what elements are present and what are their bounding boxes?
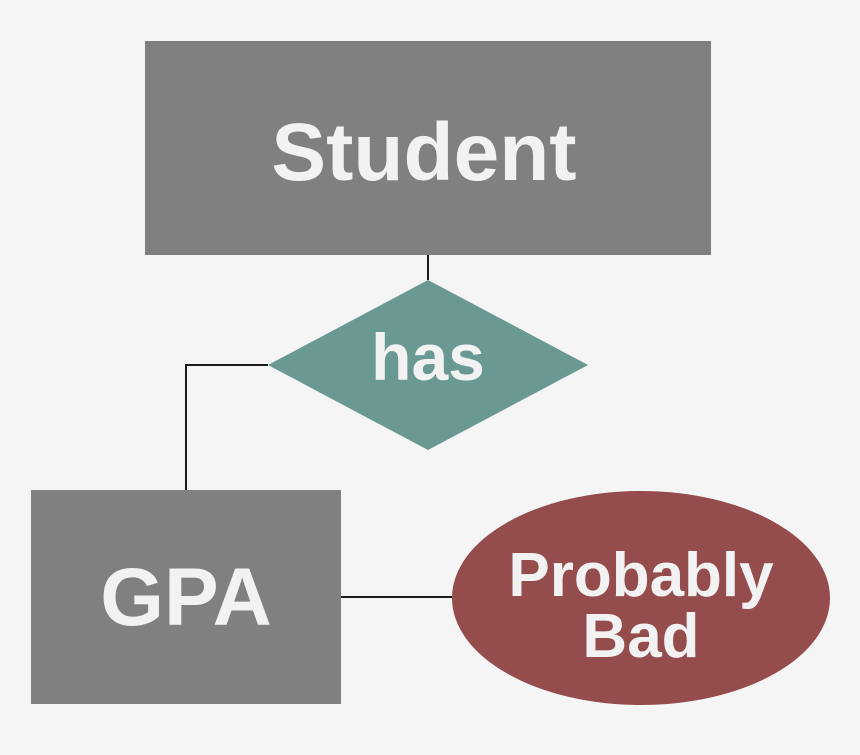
attribute-probably-bad: Probably Bad	[452, 491, 830, 705]
connectors	[185, 255, 453, 598]
entity-student: Student	[145, 41, 711, 255]
entity-student-box	[145, 41, 711, 255]
relationship-has-label: has	[371, 320, 485, 394]
entity-gpa-label: GPA	[100, 552, 272, 643]
entity-student-label: Student	[271, 107, 576, 198]
attribute-label-line1: Probably	[508, 541, 774, 610]
entity-gpa: GPA	[31, 490, 341, 704]
relationship-has: has	[268, 280, 588, 450]
relationship-has-diamond	[268, 280, 588, 450]
attribute-label-line2: Bad	[582, 602, 699, 671]
attribute-ellipse	[452, 491, 830, 705]
entity-gpa-box	[31, 490, 341, 704]
connector-has-gpa	[185, 364, 268, 490]
